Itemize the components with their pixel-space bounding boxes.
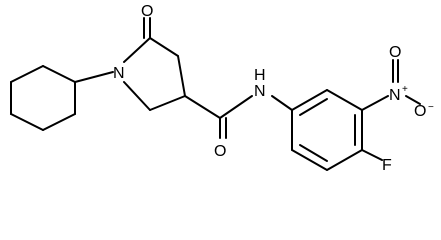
bond-ring-to-amide-c bbox=[184, 95, 221, 119]
bond bbox=[326, 149, 363, 171]
charge-o-minus: − bbox=[428, 102, 434, 113]
bond bbox=[123, 81, 151, 111]
bond-cyclohexyl-n bbox=[74, 71, 114, 83]
bond-aromatic bbox=[299, 98, 328, 116]
atom-h-amide: H bbox=[254, 67, 266, 84]
bond-nitro-o-right bbox=[405, 95, 421, 105]
cyclohexyl-ring bbox=[10, 65, 76, 131]
bond-amide-c-n bbox=[219, 95, 253, 119]
bond bbox=[177, 55, 186, 97]
bond bbox=[291, 89, 328, 111]
bond bbox=[42, 65, 76, 83]
bond bbox=[42, 113, 76, 131]
molecule-structure-diagram: N O N H O N + O O − F bbox=[10, 3, 434, 174]
atom-o-nitro-right: O bbox=[414, 103, 426, 120]
bond bbox=[10, 113, 44, 131]
bond-n-aryl bbox=[271, 95, 293, 111]
molecule-svg: N O N H O N + O O − F bbox=[10, 3, 434, 174]
atom-f: F bbox=[382, 157, 392, 174]
pyrrolidinone-ring bbox=[123, 37, 186, 111]
bond bbox=[326, 89, 363, 111]
bond-aromatic bbox=[299, 144, 328, 162]
charge-n-plus: + bbox=[402, 84, 408, 95]
bond bbox=[291, 149, 328, 171]
bond-aryl-f bbox=[361, 149, 383, 161]
atom-n-amide: N bbox=[254, 83, 266, 100]
atom-n-nitro: N bbox=[389, 87, 401, 104]
bond bbox=[149, 95, 186, 111]
bond bbox=[149, 37, 179, 57]
bond bbox=[10, 65, 44, 83]
atom-n-ring: N bbox=[113, 65, 125, 82]
bond-aryl-nitro bbox=[361, 95, 389, 111]
atom-o-ring-carbonyl: O bbox=[141, 3, 153, 20]
atom-o-nitro-top: O bbox=[389, 44, 401, 61]
atom-o-amide: O bbox=[214, 143, 226, 160]
bond bbox=[123, 37, 151, 63]
benzene-ring bbox=[291, 89, 363, 171]
